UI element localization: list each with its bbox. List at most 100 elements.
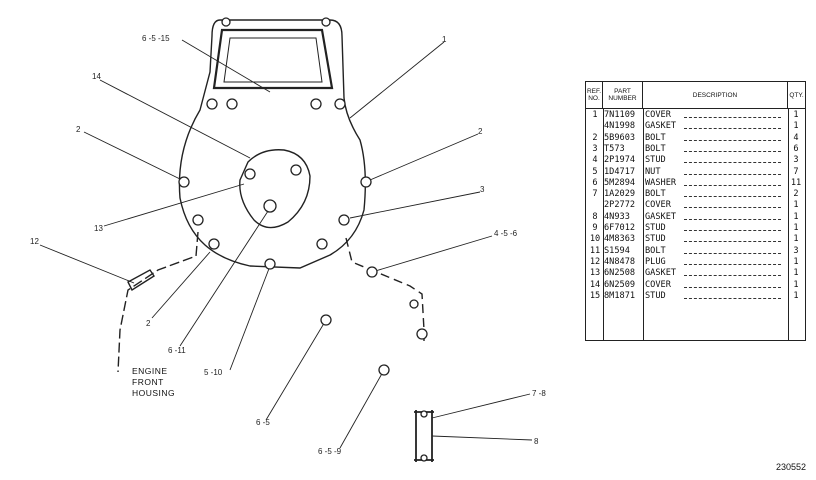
leader-dots bbox=[684, 150, 781, 152]
callout-6-11: 6 -11 bbox=[168, 346, 186, 355]
front-cover-outline bbox=[178, 19, 367, 269]
callout-2-bottom: 2 bbox=[146, 319, 151, 328]
bolt-hole bbox=[206, 98, 218, 110]
qty-cell: 1 bbox=[793, 256, 799, 267]
ref-cell: 8 bbox=[592, 211, 598, 222]
description-cell: STUD bbox=[645, 223, 666, 234]
description-cell: COVER bbox=[645, 279, 671, 291]
callout-13: 13 bbox=[94, 224, 103, 233]
bolt-hole bbox=[192, 214, 204, 226]
leader-dots bbox=[684, 286, 781, 288]
part-number-cell: 6F7012 bbox=[604, 223, 636, 233]
qty-cell: 1 bbox=[793, 268, 799, 279]
washer-nut bbox=[320, 314, 332, 326]
bolt-hole bbox=[208, 238, 220, 250]
part-number-cell: T573 bbox=[604, 143, 625, 154]
callout-2-right: 2 bbox=[478, 127, 483, 136]
cover-bolt bbox=[290, 164, 302, 176]
part-number-cell: 6N2508 bbox=[604, 268, 636, 279]
leader-dots bbox=[684, 275, 781, 277]
plug-part bbox=[127, 269, 155, 292]
housing-left-edge bbox=[117, 231, 199, 373]
description-cell: BOLT bbox=[645, 245, 666, 257]
ref-cell: 6 bbox=[592, 177, 598, 188]
callout-3: 3 bbox=[480, 185, 485, 194]
part-number-cell: 5M2894 bbox=[604, 177, 636, 188]
header-ref: REF. NO. bbox=[586, 82, 603, 108]
leader-dots bbox=[684, 230, 781, 231]
description-cell: GASKET bbox=[645, 268, 677, 280]
description-cell: WASHER bbox=[645, 177, 677, 189]
leader-dots bbox=[684, 241, 781, 243]
part-number-cell: 4M8363 bbox=[604, 234, 636, 245]
leader-dots bbox=[684, 196, 781, 198]
table-header: REF. NO. PART NUMBER DESCRIPTION QTY. bbox=[586, 82, 805, 109]
leader-dots bbox=[684, 252, 781, 254]
bolt-hole bbox=[226, 98, 238, 110]
part-number-cell: 4N1998 bbox=[604, 121, 636, 132]
ref-cell: 7 bbox=[592, 189, 598, 200]
bolt-hole bbox=[264, 258, 276, 270]
callout-6-5-9: 6 -5 -9 bbox=[318, 447, 342, 456]
bolt-hole bbox=[178, 176, 190, 188]
description-cell: GASKET bbox=[645, 211, 677, 223]
bolt-hole bbox=[321, 17, 331, 27]
leader-dots bbox=[684, 263, 781, 265]
bracket-part bbox=[414, 410, 434, 462]
parts-list-table: REF. NO. PART NUMBER DESCRIPTION QTY. 1 7… bbox=[585, 81, 806, 341]
ref-cell: 10 bbox=[589, 234, 601, 245]
bolt-hole bbox=[334, 98, 346, 110]
housing-note-line2: FRONT bbox=[132, 377, 164, 387]
ref-cell: 9 bbox=[592, 223, 598, 233]
callout-6-5-15: 6 -5 -15 bbox=[142, 34, 170, 43]
stud-nut bbox=[409, 299, 419, 309]
access-cover-plate bbox=[239, 149, 311, 229]
qty-cell: 1 bbox=[793, 223, 799, 233]
part-number-cell: 8M1871 bbox=[604, 290, 636, 301]
ref-cell: 14 bbox=[589, 279, 601, 290]
qty-cell: 1 bbox=[793, 200, 799, 211]
description-cell: GASKET bbox=[645, 121, 677, 133]
qty-cell: 1 bbox=[793, 290, 799, 301]
ref-cell: 3 bbox=[592, 143, 598, 154]
stud-nut bbox=[416, 328, 428, 340]
cover-bolt bbox=[244, 168, 256, 180]
description-cell: PLUG bbox=[645, 256, 666, 268]
qty-cell: 1 bbox=[793, 211, 799, 222]
part-number-cell: 4N933 bbox=[604, 211, 630, 222]
description-cell: BOLT bbox=[645, 143, 666, 155]
washer-nut bbox=[378, 364, 390, 376]
description-cell: STUD bbox=[645, 290, 666, 302]
description-cell: BOLT bbox=[645, 132, 666, 144]
ref-cell: 13 bbox=[589, 268, 601, 279]
callout-6-5: 6 -5 bbox=[256, 418, 270, 427]
ref-cell: 11 bbox=[589, 245, 601, 256]
description-cell: BOLT bbox=[645, 189, 666, 201]
part-number-cell: 2P1974 bbox=[604, 155, 636, 166]
stud-nut bbox=[366, 266, 378, 278]
bolt-hole bbox=[221, 17, 231, 27]
table-row: 8 4N933 GASKET 1 bbox=[586, 211, 805, 223]
ref-cell: 12 bbox=[589, 256, 601, 267]
callout-1: 1 bbox=[442, 35, 447, 44]
callout-7-8: 7 -8 bbox=[532, 389, 546, 398]
cover-bolt bbox=[263, 199, 277, 213]
leader-dots bbox=[684, 297, 781, 299]
callout-8: 8 bbox=[534, 437, 539, 446]
leader-dots bbox=[684, 128, 781, 130]
bolt-hole bbox=[360, 176, 372, 188]
leader-dots bbox=[684, 139, 781, 141]
leader-dots bbox=[684, 173, 781, 175]
header-description: DESCRIPTION bbox=[643, 82, 788, 108]
